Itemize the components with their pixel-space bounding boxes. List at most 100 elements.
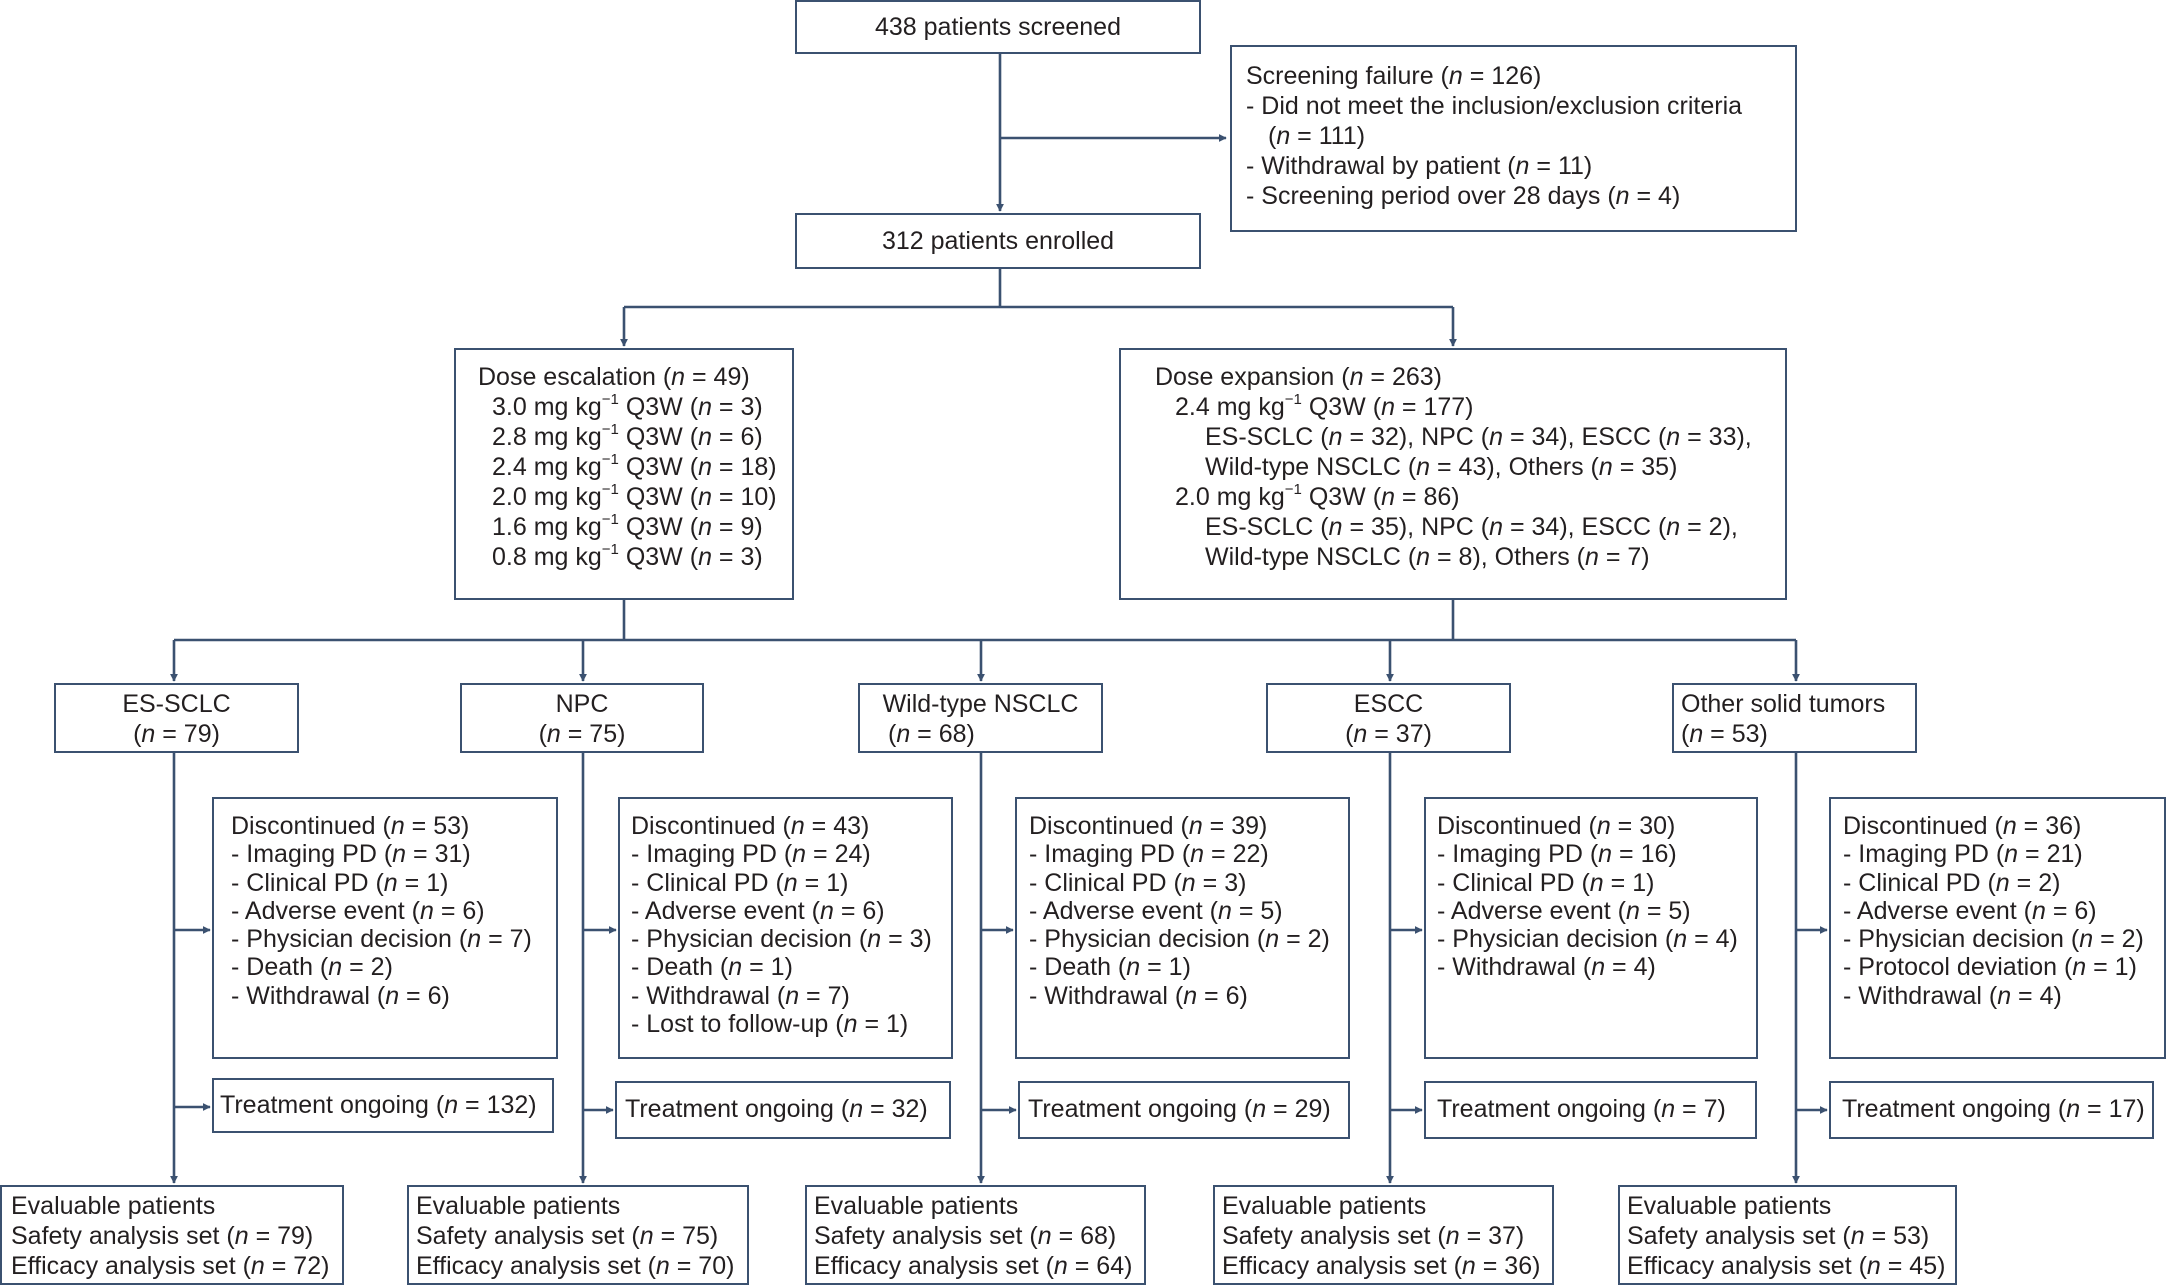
evaluable-box-es-sclc: Evaluable patients Safety analysis set (… <box>0 1185 344 1285</box>
tumor-name: ES-SCLC <box>122 690 231 718</box>
discontinued-line: - Physician decision (n = 2) <box>1029 925 1330 954</box>
discontinued-line: - Imaging PD (n = 31) <box>231 840 471 869</box>
failure-reason-criteria: - Did not meet the inclusion/exclusion c… <box>1246 92 1743 120</box>
escalation-dose-line: 3.0 mg kg−1 Q3W (n = 3) <box>492 390 763 421</box>
ongoing-box-npc: Treatment ongoing (n = 32) <box>615 1081 951 1139</box>
discontinued-line: Discontinued (n = 36) <box>1843 812 2082 840</box>
discontinued-line: - Withdrawal (n = 4) <box>1843 981 2062 1010</box>
tumor-count: (n = 53) <box>1681 720 1768 748</box>
discontinued-line: - Withdrawal (n = 6) <box>231 981 450 1010</box>
tumor-box-other-solid-tumors: Other solid tumors (n = 53) <box>1672 683 1917 753</box>
discontinued-line: - Clinical PD (n = 1) <box>231 868 449 897</box>
discontinued-line: - Withdrawal (n = 6) <box>1029 981 1248 1010</box>
tumor-name: ESCC <box>1353 690 1424 718</box>
discontinued-line: Discontinued (n = 39) <box>1029 812 1268 840</box>
discontinued-line: - Adverse event (n = 6) <box>231 896 485 925</box>
enrolled-label: 312 patients enrolled <box>881 227 1115 255</box>
discontinued-line: - Physician decision (n = 4) <box>1437 925 1738 954</box>
failure-reason-criteria-count: (n = 111) <box>1268 122 1366 150</box>
expansion-cohort-line: ES-SCLC (n = 32), NPC (n = 34), ESCC (n … <box>1205 423 1752 451</box>
tumor-count: (n = 68) <box>888 720 975 748</box>
dose-escalation-title: Dose escalation (n = 49) <box>478 363 750 391</box>
discontinued-line: - Clinical PD (n = 3) <box>1029 868 1247 897</box>
dose-expansion-title: Dose expansion (n = 263) <box>1155 363 1442 391</box>
tumor-count: (n = 79) <box>133 720 220 748</box>
discontinued-line: - Withdrawal (n = 7) <box>631 981 850 1010</box>
discontinued-line: - Imaging PD (n = 16) <box>1437 840 1677 869</box>
discontinued-line: Discontinued (n = 53) <box>231 812 470 840</box>
discontinued-line: - Adverse event (n = 6) <box>1843 896 2097 925</box>
tumor-name: Other solid tumors <box>1681 690 1886 718</box>
evaluable-box-npc: Evaluable patients Safety analysis set (… <box>407 1185 749 1285</box>
expansion-cohort-line: Wild-type NSCLC (n = 8), Others (n = 7) <box>1205 543 1650 571</box>
discontinued-line: - Physician decision (n = 3) <box>631 925 932 954</box>
discontinued-line: Discontinued (n = 43) <box>631 812 870 840</box>
ongoing-box-wild-type-nsclc: Treatment ongoing (n = 29) <box>1018 1081 1350 1139</box>
discontinued-line: - Protocol deviation (n = 1) <box>1843 953 2137 982</box>
efficacy-set: Efficacy analysis set (n = 36) <box>1222 1252 1541 1280</box>
discontinued-line: Discontinued (n = 30) <box>1437 812 1676 840</box>
tumor-box-npc: NPC (n = 75) <box>460 683 704 753</box>
safety-set: Safety analysis set (n = 75) <box>416 1222 719 1250</box>
discontinued-line: - Physician decision (n = 7) <box>231 925 532 954</box>
efficacy-set: Efficacy analysis set (n = 45) <box>1627 1252 1946 1280</box>
dose-expansion-box: Dose expansion (n = 263) 2.4 mg kg−1 Q3W… <box>1119 348 1787 600</box>
evaluable-box-escc: Evaluable patients Safety analysis set (… <box>1213 1185 1554 1285</box>
discontinued-line: - Adverse event (n = 5) <box>1437 896 1691 925</box>
discontinued-line: - Imaging PD (n = 21) <box>1843 840 2083 869</box>
tumor-box-wild-type-nsclc: Wild-type NSCLC (n = 68) <box>858 683 1103 753</box>
evaluable-title: Evaluable patients <box>1627 1192 1832 1220</box>
screened-box: 438 patients screened <box>795 0 1201 54</box>
tumor-box-escc: ESCC (n = 37) <box>1266 683 1511 753</box>
discontinued-line: - Withdrawal (n = 4) <box>1437 953 1656 982</box>
tumor-count: (n = 75) <box>538 720 626 748</box>
screening-failure-box: Screening failure (n = 126) - Did not me… <box>1230 45 1797 232</box>
enrolled-box: 312 patients enrolled <box>795 213 1201 269</box>
tumor-box-es-sclc: ES-SCLC (n = 79) <box>54 683 299 753</box>
evaluable-box-other-solid-tumors: Evaluable patients Safety analysis set (… <box>1618 1185 1957 1285</box>
discontinued-line: - Clinical PD (n = 1) <box>631 868 849 897</box>
efficacy-set: Efficacy analysis set (n = 64) <box>814 1252 1133 1280</box>
evaluable-title: Evaluable patients <box>416 1192 621 1220</box>
discontinued-line: - Imaging PD (n = 24) <box>631 840 871 869</box>
discontinued-box-npc: Discontinued (n = 43) - Imaging PD (n = … <box>618 797 953 1059</box>
safety-set: Safety analysis set (n = 53) <box>1627 1222 1930 1250</box>
escalation-dose-line: 1.6 mg kg−1 Q3W (n = 9) <box>492 510 763 541</box>
discontinued-box-other-solid-tumors: Discontinued (n = 36) - Imaging PD (n = … <box>1829 797 2166 1059</box>
safety-set: Safety analysis set (n = 79) <box>11 1222 314 1250</box>
discontinued-line: - Physician decision (n = 2) <box>1843 925 2144 954</box>
dose-escalation-box: Dose escalation (n = 49) 3.0 mg kg−1 Q3W… <box>454 348 794 600</box>
escalation-dose-line: 2.4 mg kg−1 Q3W (n = 18) <box>492 450 777 481</box>
screening-failure-title: Screening failure (n = 126) <box>1246 62 1542 90</box>
discontinued-line: - Adverse event (n = 5) <box>1029 896 1283 925</box>
discontinued-line: - Adverse event (n = 6) <box>631 896 885 925</box>
efficacy-set: Efficacy analysis set (n = 70) <box>416 1252 735 1280</box>
evaluable-box-wild-type-nsclc: Evaluable patients Safety analysis set (… <box>805 1185 1146 1285</box>
escalation-dose-line: 0.8 mg kg−1 Q3W (n = 3) <box>492 540 763 571</box>
ongoing-box-other-solid-tumors: Treatment ongoing (n = 17) <box>1829 1081 2154 1139</box>
tumor-name: Wild-type NSCLC <box>882 690 1079 718</box>
discontinued-line: - Death (n = 2) <box>231 953 393 982</box>
expansion-dose-line: 2.0 mg kg−1 Q3W (n = 86) <box>1175 480 1460 511</box>
screened-label: 438 patients screened <box>874 13 1121 41</box>
ongoing-box-escc: Treatment ongoing (n = 7) <box>1424 1081 1757 1139</box>
evaluable-title: Evaluable patients <box>1222 1192 1427 1220</box>
discontinued-line: - Death (n = 1) <box>631 953 793 982</box>
discontinued-line: - Clinical PD (n = 1) <box>1437 868 1655 897</box>
expansion-dose-line: 2.4 mg kg−1 Q3W (n = 177) <box>1175 390 1474 421</box>
evaluable-title: Evaluable patients <box>814 1192 1019 1220</box>
tumor-name: NPC <box>555 690 609 718</box>
ongoing-box-es-sclc: Treatment ongoing (n = 132) <box>212 1078 554 1133</box>
safety-set: Safety analysis set (n = 37) <box>1222 1222 1525 1250</box>
discontinued-line: - Lost to follow-up (n = 1) <box>631 1010 909 1039</box>
failure-reason-withdrawal: - Withdrawal by patient (n = 11) <box>1246 152 1593 180</box>
discontinued-box-wild-type-nsclc: Discontinued (n = 39) - Imaging PD (n = … <box>1015 797 1350 1059</box>
discontinued-box-es-sclc: Discontinued (n = 53) - Imaging PD (n = … <box>212 797 558 1059</box>
tumor-count: (n = 37) <box>1345 720 1432 748</box>
safety-set: Safety analysis set (n = 68) <box>814 1222 1117 1250</box>
discontinued-line: - Clinical PD (n = 2) <box>1843 868 2061 897</box>
failure-reason-period: - Screening period over 28 days (n = 4) <box>1246 182 1681 210</box>
discontinued-box-escc: Discontinued (n = 30) - Imaging PD (n = … <box>1424 797 1758 1059</box>
evaluable-title: Evaluable patients <box>11 1192 216 1220</box>
